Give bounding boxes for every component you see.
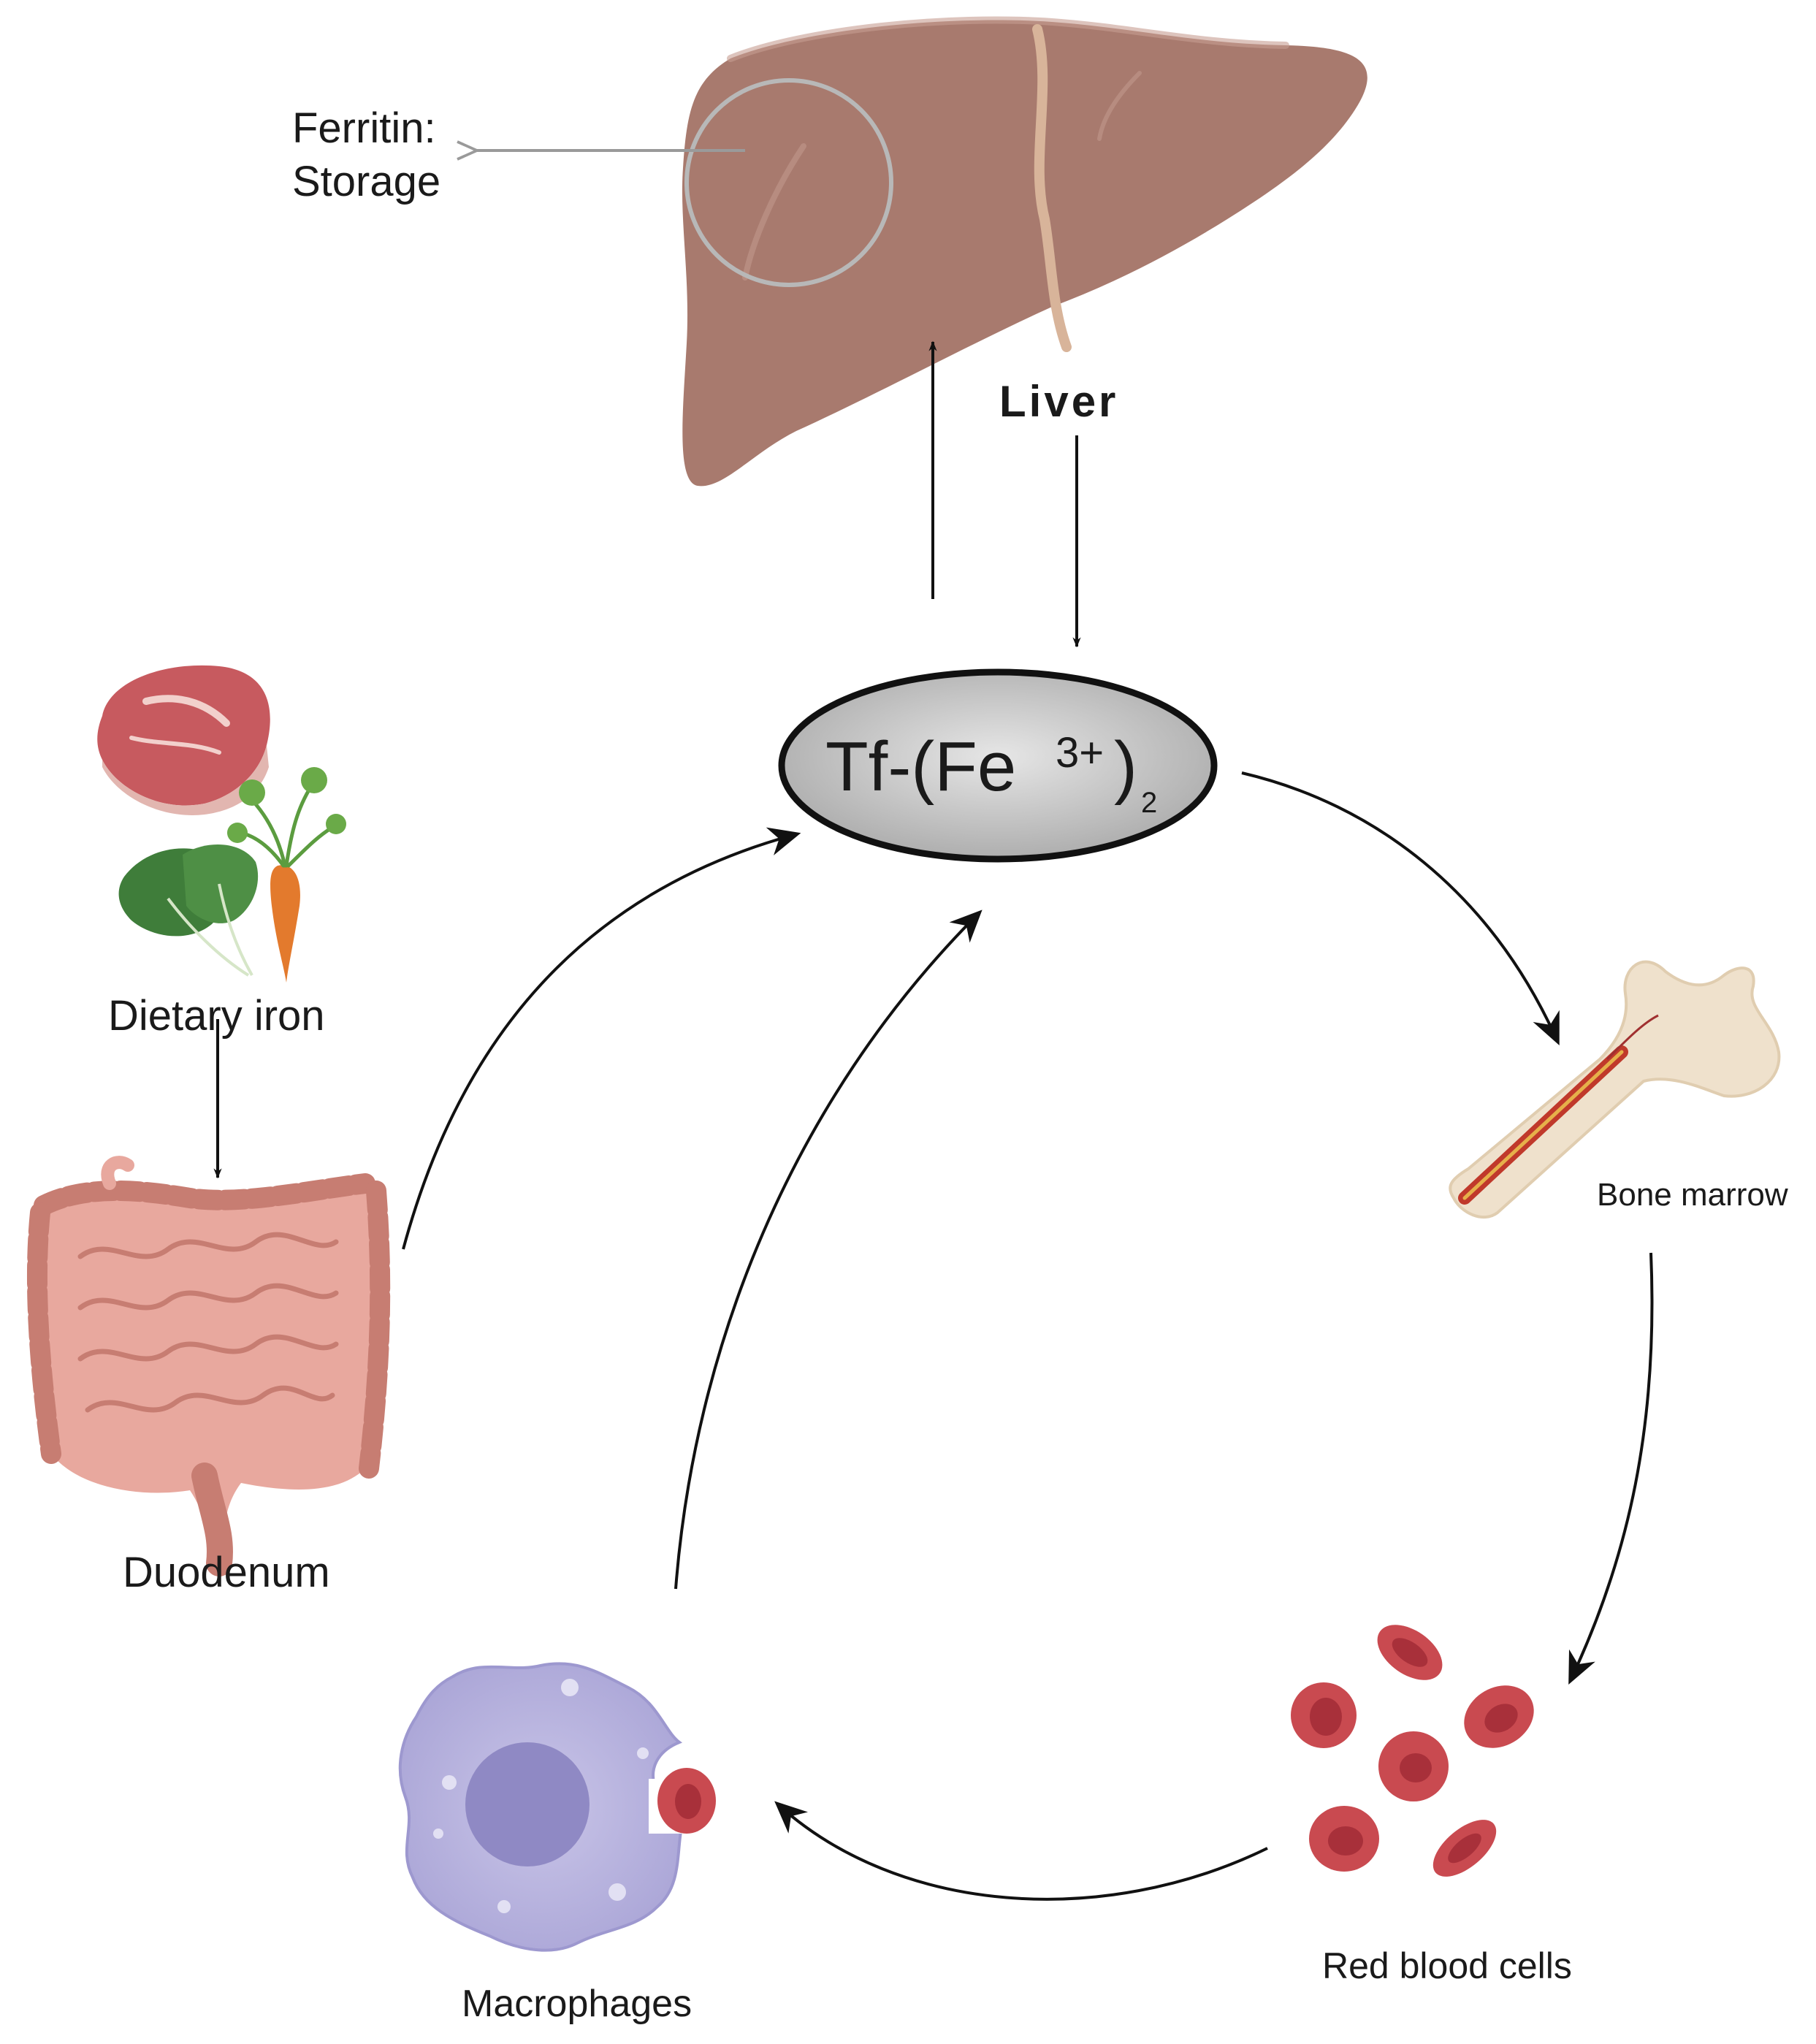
vesicle [608, 1883, 626, 1901]
rbc [1309, 1806, 1379, 1872]
rbc [1377, 1625, 1443, 1680]
arrow-bone-marrow-to-rbc [1568, 1252, 1654, 1685]
small-intestine-loops [77, 1232, 339, 1413]
appendix [121, 1421, 142, 1472]
rectum [191, 1463, 233, 1576]
transverse-colon [34, 1173, 375, 1216]
arrow-duodenum-to-tf [402, 827, 801, 1250]
macrophages-label: Macrophages [462, 1983, 692, 2025]
transferrin-ellipse [778, 668, 1218, 863]
bone-marrow-label: Bone marrow [1597, 1177, 1788, 1213]
carrot-leaf-2 [301, 767, 327, 793]
rbc [1378, 1731, 1449, 1801]
vesicle [442, 1775, 457, 1790]
red-blood-cells-label: Red blood cells [1322, 1945, 1572, 1986]
liver-organ [682, 16, 1367, 487]
liver-label: Liver [999, 377, 1118, 426]
descending-colon [359, 1181, 391, 1479]
liver-highlight [727, 16, 1289, 62]
arrow-macrophage-to-tf [674, 909, 983, 1590]
liver-body [682, 20, 1367, 487]
rbc [1291, 1682, 1357, 1748]
arrow-tf-to-bone-marrow [1241, 771, 1560, 1046]
meat-steak [97, 665, 270, 806]
marrow-core [1462, 1050, 1624, 1200]
carrot [270, 865, 300, 983]
arrow-rbc-to-macrophage [774, 1801, 1268, 1901]
spinach-stems [167, 883, 253, 977]
ascending-colon [26, 1202, 61, 1464]
macrophage-cell [398, 1662, 716, 1952]
dietary-iron-foods [97, 665, 346, 983]
vessel [1606, 1014, 1659, 1061]
ferritin-label-line1: Ferritin: [292, 104, 436, 152]
vesicle [637, 1747, 649, 1759]
vesicle [497, 1900, 511, 1913]
tf-formula-subscript: 2 [1141, 787, 1157, 819]
bone-femur [1449, 960, 1781, 1219]
macrophage-nucleus [465, 1742, 590, 1866]
colon-outline [34, 1183, 384, 1563]
liver-sheen [742, 143, 806, 281]
esophagus-stub [101, 1156, 134, 1190]
engulfed-rbc-center [675, 1784, 701, 1819]
duodenum-label: Duodenum [123, 1549, 330, 1596]
ferritin-storage-circle [684, 78, 893, 287]
meat-marbling-2 [129, 736, 221, 755]
carrot-leaf [239, 779, 265, 806]
meat-fat-edge [102, 745, 269, 815]
tf-formula-main: Tf-(Fe [825, 728, 1016, 806]
bone-shape [1449, 960, 1781, 1219]
carrot-leaf-3 [326, 814, 346, 834]
tf-formula-superscript: 3+ [1056, 729, 1104, 777]
meat-marbling [142, 695, 230, 727]
liver-sheen-2 [1097, 71, 1142, 141]
carrot-leaf-4 [227, 823, 248, 843]
transferrin-complex: Tf-(Fe 3+ ) 2 [778, 668, 1218, 863]
vesicle [561, 1679, 579, 1696]
rbc [1432, 1820, 1497, 1877]
red-blood-cells-group [1291, 1625, 1534, 1877]
rbc [1464, 1685, 1534, 1748]
falciform-ligament [1032, 24, 1072, 352]
vesicle [433, 1828, 443, 1839]
intestines-duodenum [26, 1156, 391, 1576]
tf-formula-close: ) [1114, 728, 1137, 806]
ferritin-label-line2: Storage [292, 158, 440, 205]
